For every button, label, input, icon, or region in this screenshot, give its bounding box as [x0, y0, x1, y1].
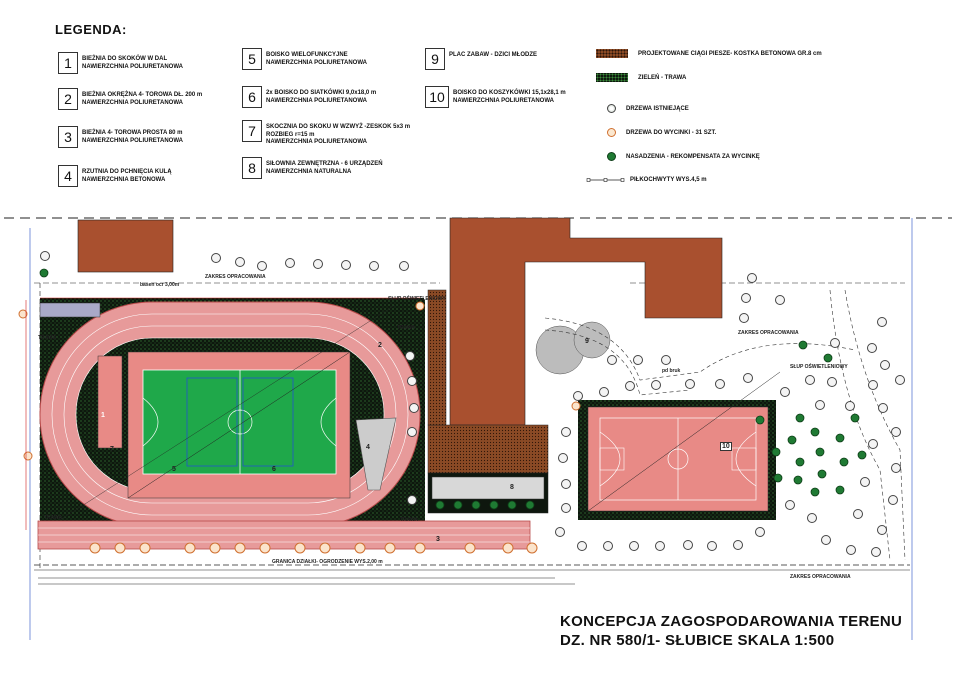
label-light-pole: SŁUP OŚWIETLENIOWY	[388, 296, 446, 302]
marker-8: 8	[510, 484, 514, 491]
cut-tree-icon	[607, 128, 616, 137]
legend-text: BIEŻNIA 4- TOROWA PROSTA 80 m	[82, 130, 183, 136]
legend-number: 6	[242, 86, 262, 108]
legend-item-9: 9 PLAC ZABAW - DZICI MŁODZE	[425, 48, 537, 70]
building-main	[449, 217, 723, 426]
legend-text: NAWIERZCHNIA POLIURETANOWA	[453, 97, 554, 104]
symbol-label: DRZEWA ISTNIEJĄCE	[626, 105, 689, 112]
existing-trees	[40, 251, 905, 557]
label-plot-boundary: GRANICA DZIAŁKI- OGRODZENIE WYS.2,00 m	[272, 559, 383, 565]
legend-text: NAWIERZCHNIA POLIURETANOWA	[82, 63, 183, 70]
legend-text: BIEŻNIA DO SKOKÓW W DAL	[82, 56, 168, 62]
symbol-existing-tree: DRZEWA ISTNIEJĄCE	[607, 104, 689, 113]
legend-text: NAWIERZCHNIA POLIURETANOWA	[82, 99, 183, 106]
symbol-grass: ZIELEŃ - TRAWA	[596, 73, 686, 82]
marker-2: 2	[378, 342, 382, 349]
symbol-paving: PROJEKTOWANE CIĄGI PIESZE- KOSTKA BETONO…	[596, 49, 822, 58]
new-plantings	[39, 268, 867, 510]
legend-text: ROZBIEG r=15 m	[266, 131, 315, 138]
legend-text: NAWIERZCHNIA POLIURETANOWA	[266, 59, 367, 66]
football-field	[142, 369, 337, 475]
legend-text: NAWIERZCHNIA NATURALNA	[266, 168, 352, 175]
symbol-cut-tree: DRZEWA DO WYCINKI - 31 SZT.	[607, 128, 716, 137]
grass-swatch	[596, 73, 628, 82]
legend-text: NAWIERZCHNIA POLIURETANOWA	[266, 139, 367, 145]
legend-text: RZUTNIA DO PCHNIĘCIA KULĄ	[82, 169, 172, 175]
title-line-2: DZ. NR 580/1- SŁUBICE SKALA 1:500	[560, 632, 835, 649]
legend-text: 2x BOISKO DO SIATKÓWKI 9,0x18,0 m	[266, 90, 377, 96]
legend-number: 2	[58, 88, 78, 110]
legend-text: NAWIERZCHNIA POLIURETANOWA	[82, 137, 183, 144]
marker-5: 5	[172, 466, 176, 473]
long-jump-runway	[97, 355, 123, 449]
label-grass: TRAWA	[397, 325, 416, 331]
building-top-left	[77, 219, 174, 273]
legend-text: SIŁOWNIA ZEWNĘTRZNA - 6 URZĄDZEŃ	[266, 161, 383, 167]
symbol-label: DRZEWA DO WYCINKI - 31 SZT.	[626, 129, 717, 136]
title-line-1: KONCEPCJA ZAGOSPODAROWANIA TERENU	[560, 613, 903, 630]
legend-text: BOISKO DO KOSZYKÓWKI 15,1x28,1 m	[453, 90, 566, 96]
trees-to-cut	[18, 301, 581, 554]
label-paving: pd bruk	[662, 368, 681, 374]
legend-title: LEGENDA:	[55, 22, 127, 37]
label-grass: TRAWA	[400, 517, 419, 523]
outdoor-gym	[431, 476, 545, 500]
marker-9: 9	[585, 338, 589, 345]
legend-text: PLAC ZABAW - DZICI MŁODZE	[449, 52, 537, 58]
marker-4: 4	[366, 444, 370, 451]
symbol-planting: NASADZENIA - REKOMPENSATA ZA WYCINKĘ	[607, 152, 760, 161]
marker-7: 7	[110, 446, 114, 453]
paving-path	[427, 289, 447, 426]
legend-number: 9	[425, 48, 445, 70]
legend-text: BOISKO WIELOFUNKCYJNE	[266, 52, 348, 58]
legend-number: 7	[242, 120, 262, 142]
legend-number: 4	[58, 165, 78, 187]
paving-courtyard	[427, 424, 549, 474]
legend-number: 3	[58, 126, 78, 148]
existing-tree-icon	[607, 104, 616, 113]
label-zakres: ZAKRES OPRACOWANIA	[738, 330, 799, 336]
marker-10: 10	[720, 442, 732, 451]
fence-icon	[586, 178, 625, 182]
symbol-label: NASADZENIA - REKOMPENSATA ZA WYCINKĘ	[626, 153, 760, 160]
legend-number: 5	[242, 48, 262, 70]
shot-put-area	[355, 417, 397, 491]
marker-6: 6	[272, 466, 276, 473]
legend-item-7: 7 SKOCZNIA DO SKOKU W WZWYŻ -ZESKOK 5x3 …	[242, 120, 410, 147]
label-light-pole: SŁUP OŚWIETLENIOWY	[790, 364, 848, 370]
planting-icon	[607, 152, 616, 161]
legend-number: 8	[242, 157, 262, 179]
label-grass: TRAWA	[44, 515, 63, 521]
label-grass: TRAWA	[38, 335, 57, 341]
legend-text: BIEŻNIA OKRĘŻNA 4- TOROWA DŁ. 200 m	[82, 92, 203, 98]
symbol-label: ZIELEŃ - TRAWA	[638, 74, 687, 81]
legend-text: SKOCZNIA DO SKOKU W WZWYŻ -ZESKOK 5x3 m	[266, 124, 411, 130]
title-block: KONCEPCJA ZAGOSPODAROWANIA TERENU DZ. NR…	[560, 612, 902, 650]
legend-text: NAWIERZCHNIA BETONOWA	[82, 176, 166, 183]
label-zakres: ZAKRES OPRACOWANIA	[205, 274, 266, 280]
marker-1: 1	[101, 412, 105, 419]
symbol-fence: PIŁKOCHWYTY WYS.4,5 m	[586, 177, 707, 183]
legend-text: NAWIERZCHNIA POLIURETANOWA	[266, 97, 367, 104]
label-basen: basen ocr 3,00m	[140, 282, 180, 288]
legend-number: 10	[425, 86, 449, 108]
label-zakres: ZAKRES OPRACOWANIA	[790, 574, 851, 580]
symbol-label: PIŁKOCHWYTY WYS.4,5 m	[630, 177, 707, 183]
paving-swatch	[596, 49, 628, 58]
legend-number: 1	[58, 52, 78, 74]
marker-3: 3	[436, 536, 440, 543]
symbol-label: PROJEKTOWANE CIĄGI PIESZE- KOSTKA BETONO…	[638, 50, 822, 57]
